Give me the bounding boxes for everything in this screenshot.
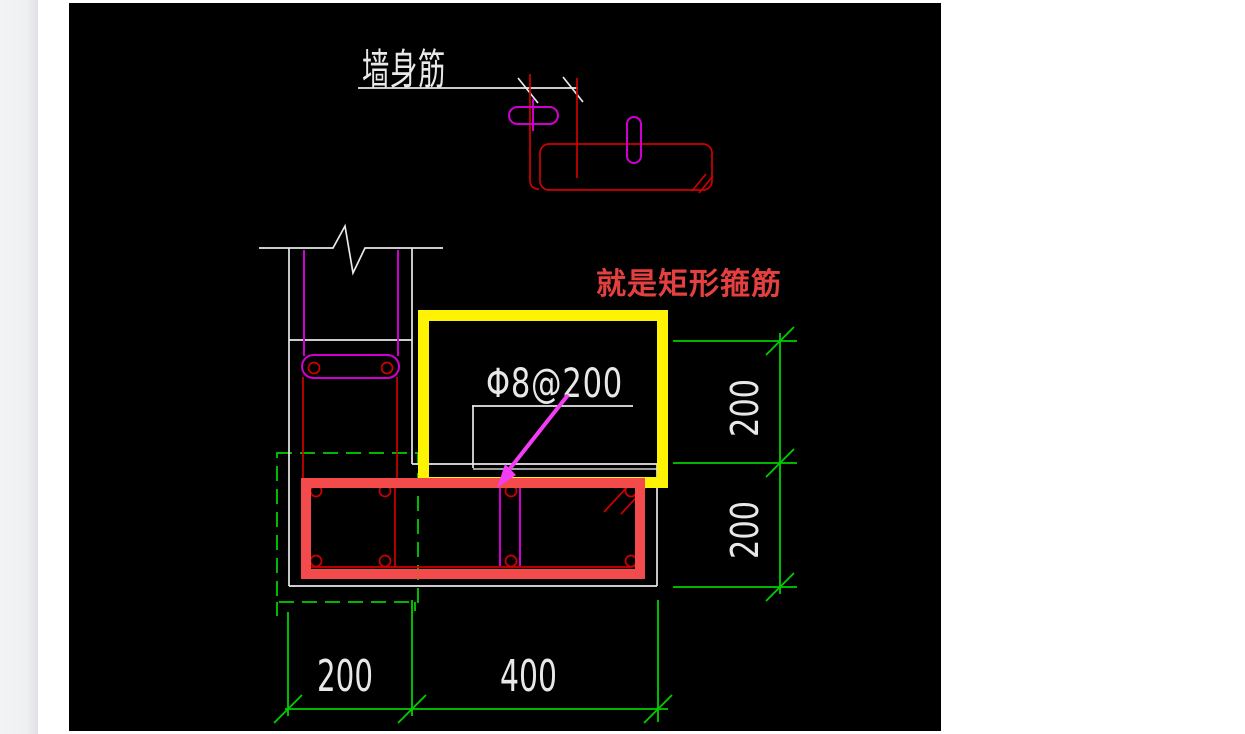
rebar-section-wall-left — [307, 361, 321, 375]
footing-zone-dashed-rect — [276, 452, 419, 603]
dim-value-bottom-left: 200 — [317, 651, 373, 702]
dim-value-right-lower: 200 — [723, 501, 767, 559]
wall-break-line — [259, 223, 443, 276]
wall-rebar-label: 墙身筋 — [362, 45, 446, 94]
dim-tick-right-top — [765, 326, 795, 356]
bent-bar-break-slash-2 — [698, 175, 714, 194]
dim-tick-bottom-mid — [397, 694, 427, 724]
stirrup-note-text: 就是矩形箍筋 — [596, 267, 782, 302]
dim-tick-right-mid — [765, 448, 795, 478]
dim-value-right-upper: 200 — [723, 379, 767, 437]
annotation-arrow-shaft — [506, 393, 570, 473]
rebar-section-wall-right — [380, 361, 394, 375]
hook-detail-vertical — [626, 116, 642, 164]
dim-value-bottom-right: 400 — [500, 651, 557, 702]
dim-tick-right-bottom — [765, 572, 795, 602]
annotation-arrow — [497, 393, 570, 488]
rebar-section-bottom-3 — [504, 554, 518, 568]
red-highlight-box — [301, 478, 645, 579]
page-side-strip — [0, 0, 38, 734]
wall-bar-hook-capsule — [301, 354, 400, 379]
dim-tick-bottom-left — [273, 694, 303, 724]
magenta-rebar-layer — [301, 99, 642, 566]
stirrup-spec-text: Φ8@200 — [486, 361, 623, 407]
dim-tick-bottom-right — [643, 694, 673, 724]
cad-canvas-background — [69, 3, 941, 731]
wall-rebar-leader-tick-2 — [562, 76, 584, 103]
bent-bar-vertical-left — [529, 74, 540, 190]
annotation-arrow-head — [497, 464, 516, 488]
rebar-section-bottom-2 — [378, 554, 392, 568]
wall-rebar-leader-tick-1 — [517, 77, 539, 104]
hook-detail-horizontal — [508, 106, 559, 125]
cad-text-layer: 墙身筋 Φ8@200 200 200 200 400 — [317, 45, 767, 702]
bent-bar-break-slash-1 — [691, 173, 707, 192]
red-rebar-layer — [302, 74, 714, 568]
green-dimension-layer — [273, 326, 797, 724]
white-outline-layer — [259, 76, 658, 587]
